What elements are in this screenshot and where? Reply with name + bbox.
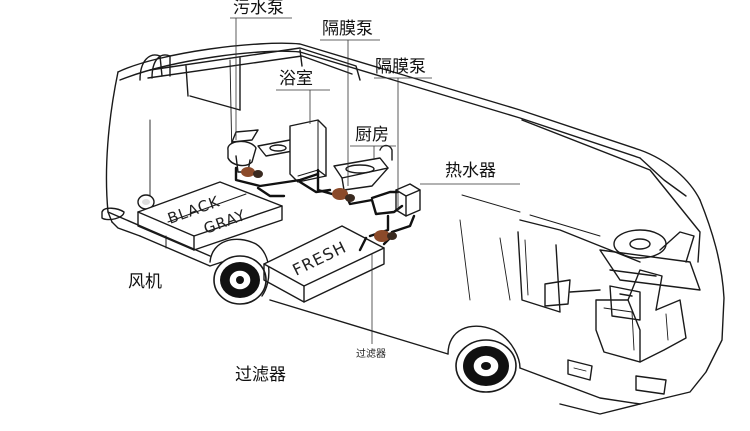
label-diaphragm-pump-2: 隔膜泵 <box>375 57 426 77</box>
label-filter-small: 过滤器 <box>356 349 386 360</box>
label-diaphragm-pump-1: 隔膜泵 <box>322 19 373 39</box>
roof-rack <box>139 47 361 111</box>
leader-diaphragm-pump-2 <box>374 77 432 210</box>
label-bathroom: 浴室 <box>279 69 313 89</box>
bathroom-sink <box>257 119 327 183</box>
leader-lines <box>230 17 520 344</box>
toilet <box>227 129 259 173</box>
sewage-pump <box>241 167 263 178</box>
pumps <box>241 167 397 242</box>
fresh-tank <box>263 225 385 303</box>
label-kitchen: 厨房 <box>355 125 389 145</box>
driver-cockpit <box>595 229 701 363</box>
leader-kitchen <box>350 145 396 160</box>
leader-diaphragm-pump-1 <box>320 39 380 186</box>
diaphragm-pump-fresh <box>374 230 397 242</box>
label-water-heater: 热水器 <box>445 161 496 181</box>
diaphragm-pump-kitchen <box>332 188 355 202</box>
black-gray-tanks <box>137 181 283 251</box>
water-heater <box>395 183 421 217</box>
fan-unit <box>137 194 155 210</box>
label-filter: 过滤器 <box>235 365 286 385</box>
front-wheel <box>447 325 521 393</box>
label-fan: 风机 <box>128 272 162 292</box>
label-sewage-pump: 污水泵 <box>233 0 284 18</box>
bus-body <box>101 42 725 415</box>
rear-wheel <box>209 238 270 305</box>
kitchen-sink <box>333 144 393 191</box>
